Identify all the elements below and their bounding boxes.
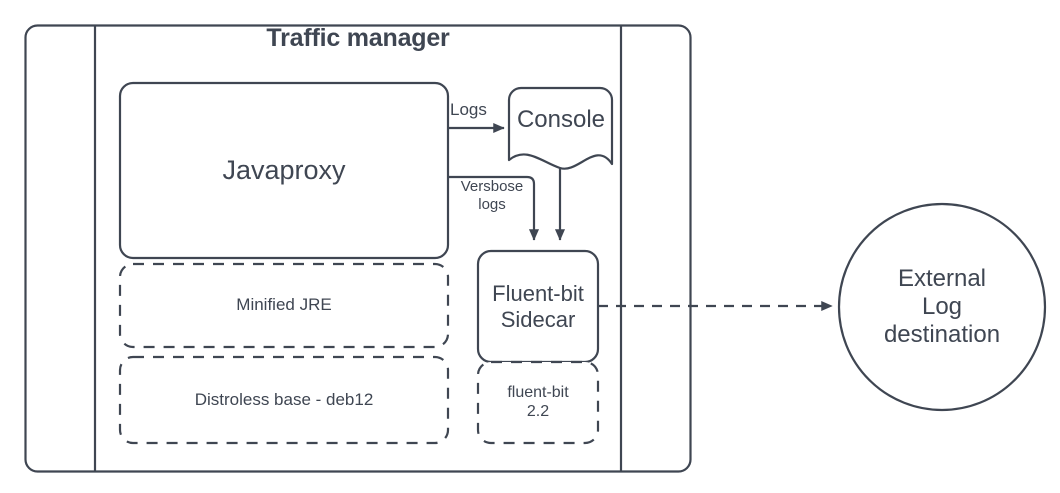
minified-jre-box bbox=[118, 262, 450, 349]
console-document-shape bbox=[507, 86, 614, 170]
edge-verbose-logs-arrow bbox=[449, 175, 540, 241]
fluentbit-sidecar-box bbox=[476, 249, 600, 364]
external-log-destination-circle bbox=[837, 202, 1047, 412]
javaproxy-box bbox=[118, 81, 450, 260]
fluentbit-version-box bbox=[476, 360, 600, 445]
distroless-base-box bbox=[118, 355, 450, 445]
